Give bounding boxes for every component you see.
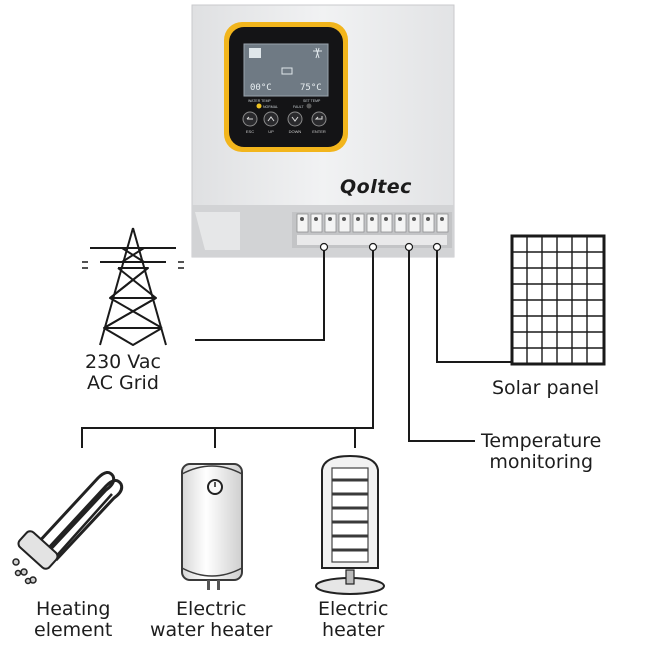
- brand-logo: Qoltec: [340, 176, 412, 198]
- solar-wire: [436, 250, 512, 363]
- grid-label: 230 Vac AC Grid: [85, 352, 161, 394]
- electric-heater-label-line: heater: [322, 619, 385, 641]
- heating-element-label-line: element: [34, 619, 113, 641]
- enter-button[interactable]: ENTER: [311, 111, 327, 134]
- temperature-label: Temperature monitoring: [481, 431, 601, 473]
- set-temp-caption: SET TEMP: [303, 99, 321, 103]
- power-pylon-icon: [82, 227, 184, 346]
- esc-button[interactable]: ESC: [242, 111, 258, 134]
- heating-element-label: Heating element: [34, 599, 112, 641]
- load-wire: [81, 250, 374, 448]
- grid-label-line: AC Grid: [87, 372, 159, 394]
- set-temp-reading: 75°C: [300, 83, 322, 93]
- water-heater-label-line: Electric: [176, 598, 247, 620]
- electric-heater-label-line: Electric: [318, 598, 389, 620]
- water-heater-label: Electric water heater: [150, 599, 273, 641]
- normal-label: NORMAL: [263, 105, 278, 109]
- wiring-lines: [81, 250, 512, 448]
- water-heater-icon: [181, 463, 243, 590]
- heating-element-label-line: Heating: [35, 598, 111, 620]
- svg-text:UP: UP: [268, 129, 274, 134]
- water-temp-reading: 00°C: [250, 83, 272, 93]
- fault-label: FAULT: [293, 105, 304, 109]
- normal-indicator: [256, 103, 262, 109]
- svg-text:DOWN: DOWN: [289, 129, 302, 134]
- electric-heater-label: Electric heater: [318, 599, 388, 641]
- water-heater-label-line: water heater: [150, 619, 273, 641]
- solar-label: Solar panel: [492, 378, 599, 399]
- up-button[interactable]: UP: [263, 111, 279, 134]
- water-temp-caption: WATER TEMP: [248, 99, 272, 103]
- solar-panel-icon: [510, 234, 606, 366]
- heating-element-icon: [12, 471, 124, 585]
- grid-tower-icon: [313, 47, 322, 59]
- grid-wire: [195, 250, 325, 341]
- down-button[interactable]: DOWN: [287, 111, 303, 134]
- terminal-block: [296, 213, 449, 233]
- electric-heater-icon: [315, 454, 385, 595]
- temperature-label-line: monitoring: [489, 451, 594, 473]
- heater-icon: [281, 67, 293, 75]
- temperature-sensor-wire: [408, 250, 475, 442]
- control-panel: 00°C 75°C WATER TEMP SET TEMP NORMAL FAU…: [224, 22, 348, 152]
- fault-indicator: [306, 103, 312, 109]
- grid-label-line: 230 Vac: [85, 351, 161, 373]
- svg-text:ENTER: ENTER: [312, 129, 326, 134]
- svg-text:ESC: ESC: [246, 129, 254, 134]
- solar-panel-icon: [249, 48, 261, 58]
- temperature-label-line: Temperature: [481, 430, 602, 452]
- solar-label-line: Solar panel: [492, 377, 600, 399]
